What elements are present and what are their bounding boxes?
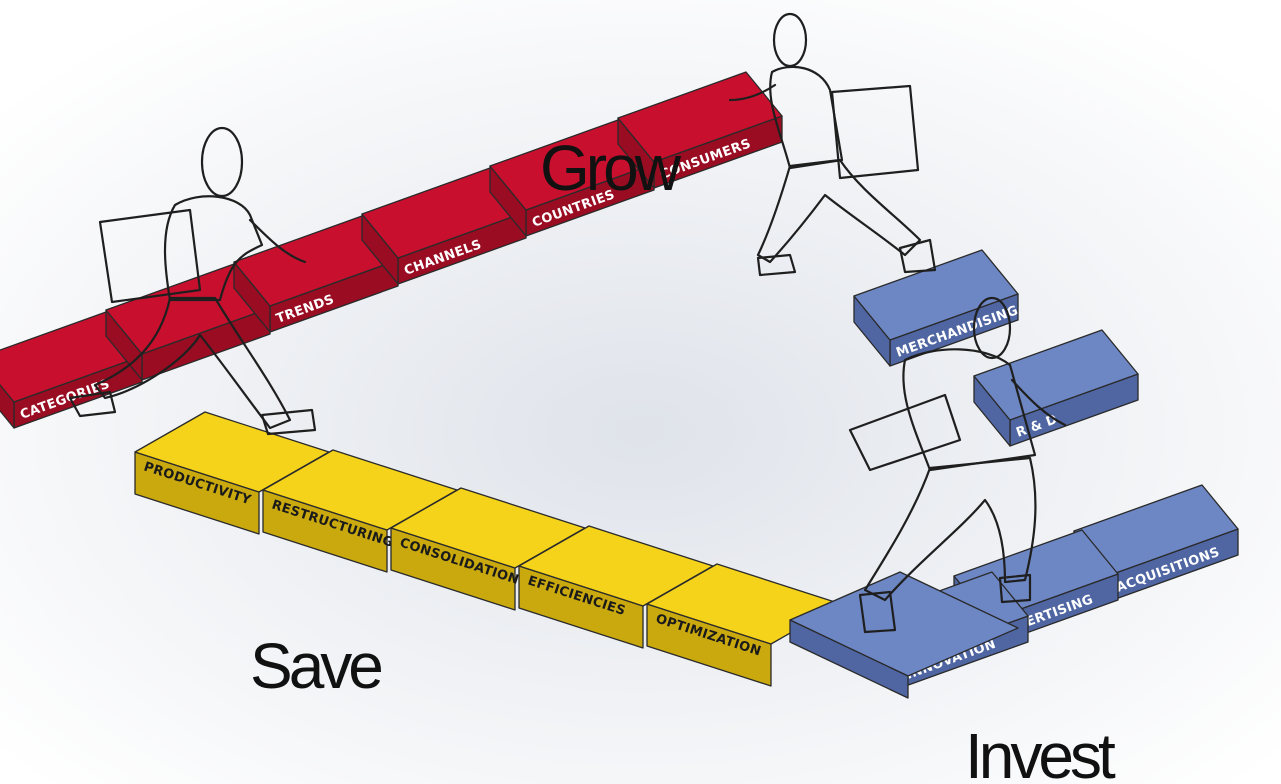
yellow-step-2: CONSOLIDATION [390, 487, 586, 611]
red-step-0-side-face [0, 383, 15, 429]
tan-man-shoe-0 [858, 590, 897, 634]
tan-man-box [848, 393, 962, 472]
red-step-5: CONSUMERS [617, 71, 783, 189]
invest-label: Invest [965, 720, 1116, 784]
orange-woman-arm [728, 83, 777, 102]
blue-step-4: MERCHANDISING [853, 249, 1020, 367]
blue-landing-front [789, 619, 909, 699]
tan-man-arm [1010, 378, 1067, 427]
grow-label: Grow [540, 132, 682, 204]
orange-woman [728, 12, 937, 277]
green-man [68, 126, 317, 436]
orange-woman-shoe-0 [756, 253, 797, 277]
green-man-box [98, 208, 202, 304]
tan-man-torso [902, 348, 1037, 472]
blue-landing [789, 571, 1019, 699]
red-step-5-top-face [617, 71, 783, 163]
yellow-step-1: RESTRUCTURING [262, 449, 458, 573]
tan-man-legs [863, 456, 1037, 602]
tan-man [848, 296, 1067, 634]
green-man-shoe-0 [68, 390, 117, 418]
orange-woman-box [830, 84, 920, 180]
blue-step-3-top-face [973, 329, 1139, 421]
orange-woman-shoe-1 [898, 238, 937, 274]
orange-woman-legs [756, 158, 922, 264]
people-group [68, 12, 1067, 634]
green-man-shoe-1 [260, 408, 317, 436]
blue-step-4-top-face [853, 249, 1019, 341]
green-man-arm [248, 218, 307, 264]
green-man-torso [163, 195, 264, 302]
yellow-step-0: PRODUCTIVITY [134, 411, 330, 535]
save-label: Save [250, 630, 381, 702]
red-step-4: COUNTRIES [489, 119, 655, 237]
orange-woman-torso [769, 65, 844, 170]
green-man-legs [93, 296, 292, 430]
green-man-head [200, 126, 244, 198]
tan-man-head [972, 296, 1012, 360]
orange-woman-head [772, 12, 808, 68]
red-step-3: CHANNELS [361, 167, 527, 285]
tan-man-shoe-1 [998, 573, 1032, 604]
